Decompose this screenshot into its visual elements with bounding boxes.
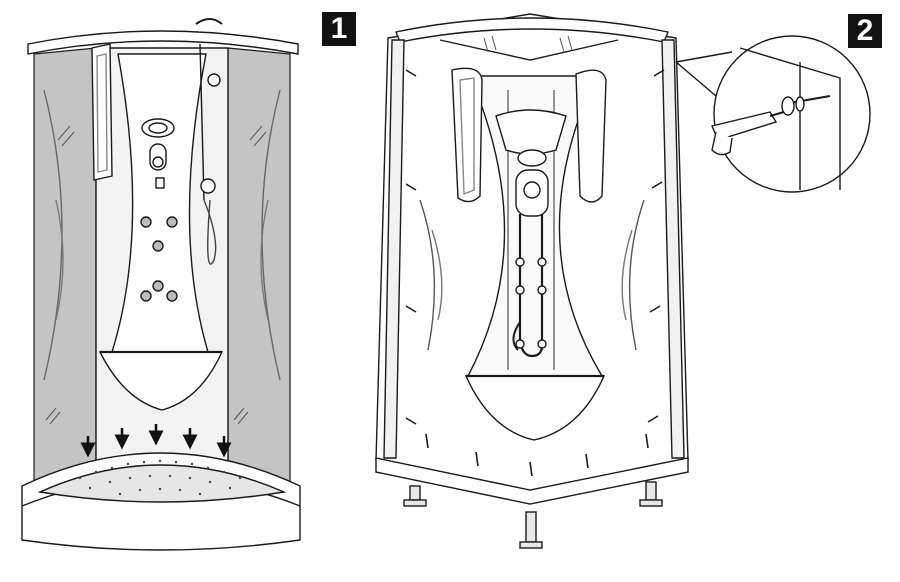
- step-number-badge: 2: [848, 14, 882, 48]
- jet: [152, 280, 164, 292]
- corner-seat: [98, 351, 224, 411]
- detail-callout: [675, 35, 871, 193]
- jet: [140, 290, 152, 302]
- left-glass-door: [33, 47, 97, 483]
- jet: [166, 216, 178, 228]
- tray-texture: [78, 459, 242, 496]
- shower-rail: [199, 43, 205, 201]
- right-post: [661, 39, 685, 459]
- callout-circle: [713, 35, 871, 193]
- jet: [166, 290, 178, 302]
- step-number-badge: 1: [322, 12, 356, 46]
- corner-seat: [464, 375, 606, 441]
- right-glass-door: [227, 47, 291, 483]
- step-1-illustration: [21, 18, 301, 551]
- base-frame: [375, 457, 689, 505]
- left-tall-light: [91, 43, 113, 181]
- screws: [405, 69, 665, 477]
- step-2-illustration: [375, 13, 689, 549]
- hand-shower: [200, 178, 216, 194]
- shower-hose: [203, 199, 217, 265]
- jet: [152, 240, 164, 252]
- control-display: [141, 118, 175, 138]
- right-light-pod: [575, 69, 607, 203]
- jet: [140, 216, 152, 228]
- adjustable-feet: [403, 481, 663, 549]
- mixer-valve: [515, 169, 549, 217]
- top-rail: [27, 30, 299, 55]
- placement-arrows: [80, 424, 232, 458]
- left-post: [383, 39, 405, 459]
